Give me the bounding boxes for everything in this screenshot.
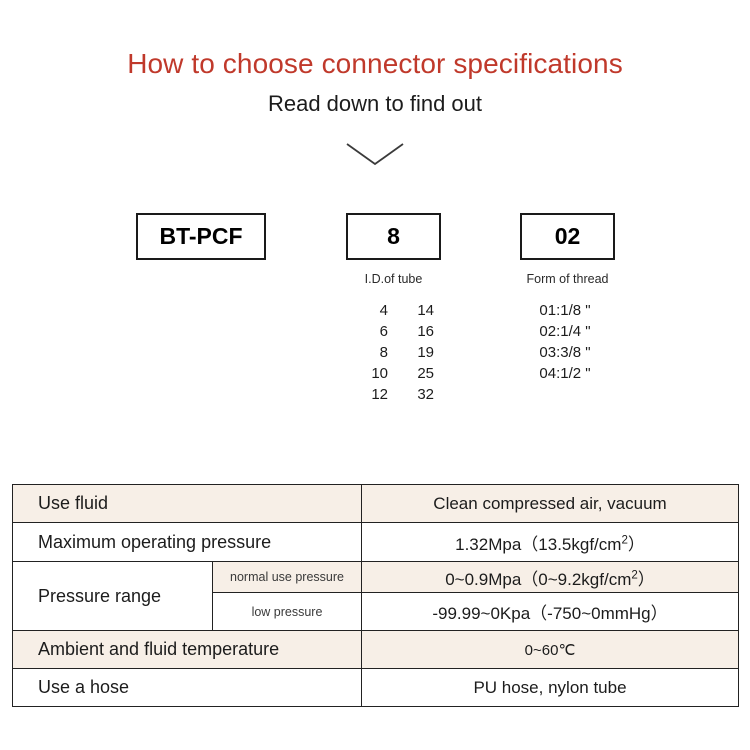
thread-form-code-box: 02 [520,213,615,260]
tube-option-right: 16 [417,323,434,340]
spec-value-temperature: 0~60℃ [361,630,739,669]
value-prefix: 0~0.9Mpa（0~9.2kgf/cm [445,569,632,589]
tube-option-left: 8 [379,344,388,361]
value-suffix: ） [637,569,655,589]
table-row: Pressure range normal use pressure 0~0.9… [12,561,739,631]
thread-form-caption: Form of thread [526,272,609,286]
tube-size-code-box: 8 [346,213,441,260]
list-item: 8 19 [336,342,452,363]
tube-option-right: 19 [417,344,434,361]
spec-label-pressure-range: Pressure range [12,561,213,631]
spec-label-temperature: Ambient and fluid temperature [12,630,362,669]
spec-label-max-pressure: Maximum operating pressure [12,522,362,562]
tube-option-left: 12 [371,386,388,403]
tube-option-left: 4 [379,302,388,319]
table-row: Ambient and fluid temperature 0~60℃ [12,630,739,669]
list-item: 12 32 [336,384,452,405]
list-item: 10 25 [336,363,452,384]
value-superscript: 2 [631,568,638,581]
spec-value-low-pressure: -99.99~0Kpa（-750~0mmHg） [361,592,739,631]
spec-value-use-fluid: Clean compressed air, vacuum [361,484,739,523]
value-superscript: 2 [621,533,628,546]
tube-option-left: 6 [379,323,388,340]
table-row: Use a hose PU hose, nylon tube [12,668,739,707]
page-subtitle: Read down to find out [267,91,483,116]
table-row: Use fluid Clean compressed air, vacuum [12,484,739,523]
spec-label-use-fluid: Use fluid [12,484,362,523]
list-item: 04:1/2 " [539,365,591,382]
value-suffix: ） [627,534,645,554]
tube-option-right: 14 [417,302,434,319]
specification-table: Use fluid Clean compressed air, vacuum M… [12,484,739,707]
tube-size-option-list: 4 14 6 16 8 19 10 25 12 32 [336,300,452,405]
tube-option-left: 10 [371,365,388,382]
list-item: 01:1/8 " [539,302,591,319]
list-item: 4 14 [336,300,452,321]
tube-option-right: 25 [417,365,434,382]
spec-value-max-pressure: 1.32Mpa（13.5kgf/cm2） [361,522,739,562]
tube-option-right: 32 [417,386,434,403]
spec-sublabel-low-pressure: low pressure [212,592,362,631]
series-code-box: BT-PCF [136,213,266,260]
table-row: Maximum operating pressure 1.32Mpa（13.5k… [12,522,739,562]
chevron-down-icon [346,143,404,166]
spec-sublabel-normal-use-pressure: normal use pressure [212,561,362,593]
list-item: 03:3/8 " [539,344,591,361]
list-item: 02:1/4 " [539,323,591,340]
list-item: 6 16 [336,321,452,342]
thread-form-option-list: 01:1/8 " 02:1/4 " 03:3/8 " 04:1/2 " [505,300,625,384]
spec-value-hose: PU hose, nylon tube [361,668,739,707]
page-title: How to choose connector specifications [127,48,623,79]
tube-size-caption: I.D.of tube [364,272,423,286]
spec-label-hose: Use a hose [12,668,362,707]
value-prefix: 1.32Mpa（13.5kgf/cm [455,534,622,554]
spec-value-normal-use-pressure: 0~0.9Mpa（0~9.2kgf/cm2） [361,561,739,593]
